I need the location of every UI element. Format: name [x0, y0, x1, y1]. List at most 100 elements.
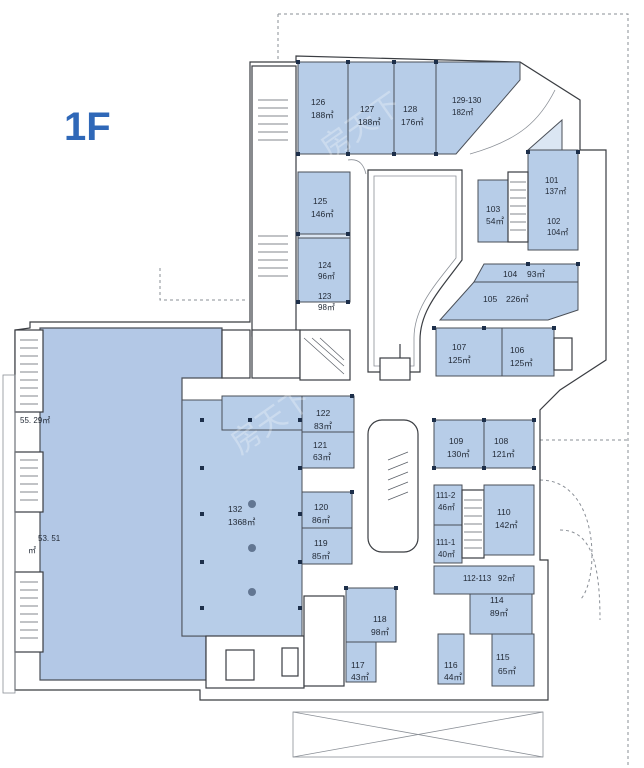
unit-area-114: 89㎡ [490, 608, 508, 618]
unit-label-108: 108 [494, 436, 508, 446]
corridor-curve [347, 89, 556, 175]
unit-label-111-2: 111-2 [436, 491, 456, 500]
unit-label-119: 119 [314, 538, 328, 548]
unit-label-107: 107 [452, 342, 466, 352]
unit-label-118: 118 [373, 614, 387, 624]
unit-label-103: 103 [486, 204, 500, 214]
unit-area-117: 43㎡ [351, 672, 369, 682]
unit-label-121: 121 [313, 440, 327, 450]
unit-area-111-2: 46㎡ [438, 503, 455, 512]
unit-area-103: 54㎡ [486, 216, 504, 226]
checkout-dots [248, 500, 256, 596]
unit-label-123: 123 [318, 292, 332, 301]
unit-area-119: 85㎡ [312, 551, 330, 561]
unit-105 [438, 281, 579, 321]
central-stair [303, 337, 345, 375]
unit-area-102: 104㎡ [547, 228, 568, 237]
unit-area-127: 188㎡ [358, 117, 381, 127]
anchor-area-lower-2: ㎡ [28, 546, 36, 555]
units-north-row [297, 61, 521, 155]
core-106 [553, 337, 573, 371]
east-core-stairs [510, 181, 526, 231]
unit-107 [435, 327, 503, 377]
unit-label-106: 106 [510, 345, 524, 355]
unit-label-124: 124 [318, 261, 332, 270]
unit-area-108: 121㎡ [492, 449, 515, 459]
unit-area-107: 125㎡ [448, 355, 471, 365]
unit-area-110: 142㎡ [495, 520, 518, 530]
structural-columns [200, 60, 580, 610]
unit-area-109: 130㎡ [447, 449, 470, 459]
unit-area-106: 125㎡ [510, 358, 533, 368]
unit-area-116: 44㎡ [444, 672, 462, 682]
unit-label-114: 114 [490, 595, 504, 605]
atrium-south [367, 419, 419, 553]
unit-label-110: 110 [497, 507, 511, 517]
atrium-south-stairs [387, 451, 409, 501]
unit-label-117: 117 [351, 660, 365, 670]
unit-label-102: 102 [547, 217, 561, 226]
units-middle-west [301, 395, 355, 565]
unit-area-112-113: 92㎡ [498, 574, 515, 583]
east-core [507, 171, 529, 243]
site-boundary-east [539, 439, 628, 621]
unit-label-129-130: 129-130 [452, 96, 482, 105]
unit-106 [501, 327, 555, 377]
unit-area-129-130: 182㎡ [452, 108, 473, 117]
unit-label-104: 104 [503, 269, 517, 279]
unit-label-109: 109 [449, 436, 463, 446]
units-middle-east [433, 419, 535, 687]
unit-area-132: 1368㎡ [228, 517, 256, 527]
left-facade-strip [2, 374, 16, 694]
unit-label-126: 126 [311, 97, 325, 107]
unit-label-105: 105 [483, 294, 497, 304]
unit-label-128: 128 [403, 104, 417, 114]
units-west-column [297, 171, 351, 303]
anchor-area-upper: 55. 29㎡ [20, 416, 50, 425]
unit-label-116: 116 [444, 660, 458, 670]
service-cores-south [205, 329, 351, 689]
north-core-stairs [258, 99, 288, 277]
loading-dock [292, 711, 544, 758]
loading-dock-cross [292, 711, 544, 758]
unit-labels: 126 188㎡ 127 188㎡ 128 176㎡ 129-130 182㎡ … [20, 96, 568, 682]
unit-area-120: 86㎡ [312, 515, 330, 525]
unit-area-101: 137㎡ [545, 187, 566, 196]
unit-label-125: 125 [313, 196, 327, 206]
unit-area-122: 83㎡ [314, 421, 332, 431]
unit-label-122: 122 [316, 408, 330, 418]
unit-area-111-1: 40㎡ [438, 550, 455, 559]
unit-area-115: 65㎡ [498, 666, 516, 676]
unit-area-104: 93㎡ [527, 269, 545, 279]
unit-101-corner [526, 118, 563, 151]
floor-title: 1F [64, 105, 111, 149]
unit-area-118: 98㎡ [371, 627, 389, 637]
unit-label-112-113: 112-113 [463, 574, 492, 583]
unit-label-120: 120 [314, 502, 328, 512]
unit-label-127: 127 [360, 104, 374, 114]
east-middle-stairs [464, 499, 482, 549]
unit-103 [477, 179, 509, 243]
unit-104 [473, 263, 579, 283]
unit-area-123: 98㎡ [318, 303, 335, 312]
unit-area-124: 96㎡ [318, 272, 335, 281]
unit-label-132: 132 [228, 504, 242, 514]
unit-area-125: 146㎡ [311, 209, 334, 219]
unit-132-strip [221, 395, 305, 431]
atrium-inner [373, 175, 457, 367]
anchor-area-lower-1: 53. 51 [38, 534, 61, 543]
building-outline [14, 55, 607, 701]
unit-area-121: 63㎡ [313, 452, 331, 462]
atrium-outline [367, 169, 463, 373]
unit-area-126: 188㎡ [311, 110, 334, 120]
escalator-void [379, 357, 411, 381]
units-south [345, 587, 397, 683]
unit-label-115: 115 [496, 652, 510, 662]
north-core [251, 65, 297, 337]
unit-area-128: 176㎡ [401, 117, 424, 127]
unit-label-101: 101 [545, 176, 559, 185]
unit-area-105: 226㎡ [506, 294, 529, 304]
site-boundary [159, 13, 629, 768]
unit-label-111-1: 111-1 [436, 538, 456, 547]
